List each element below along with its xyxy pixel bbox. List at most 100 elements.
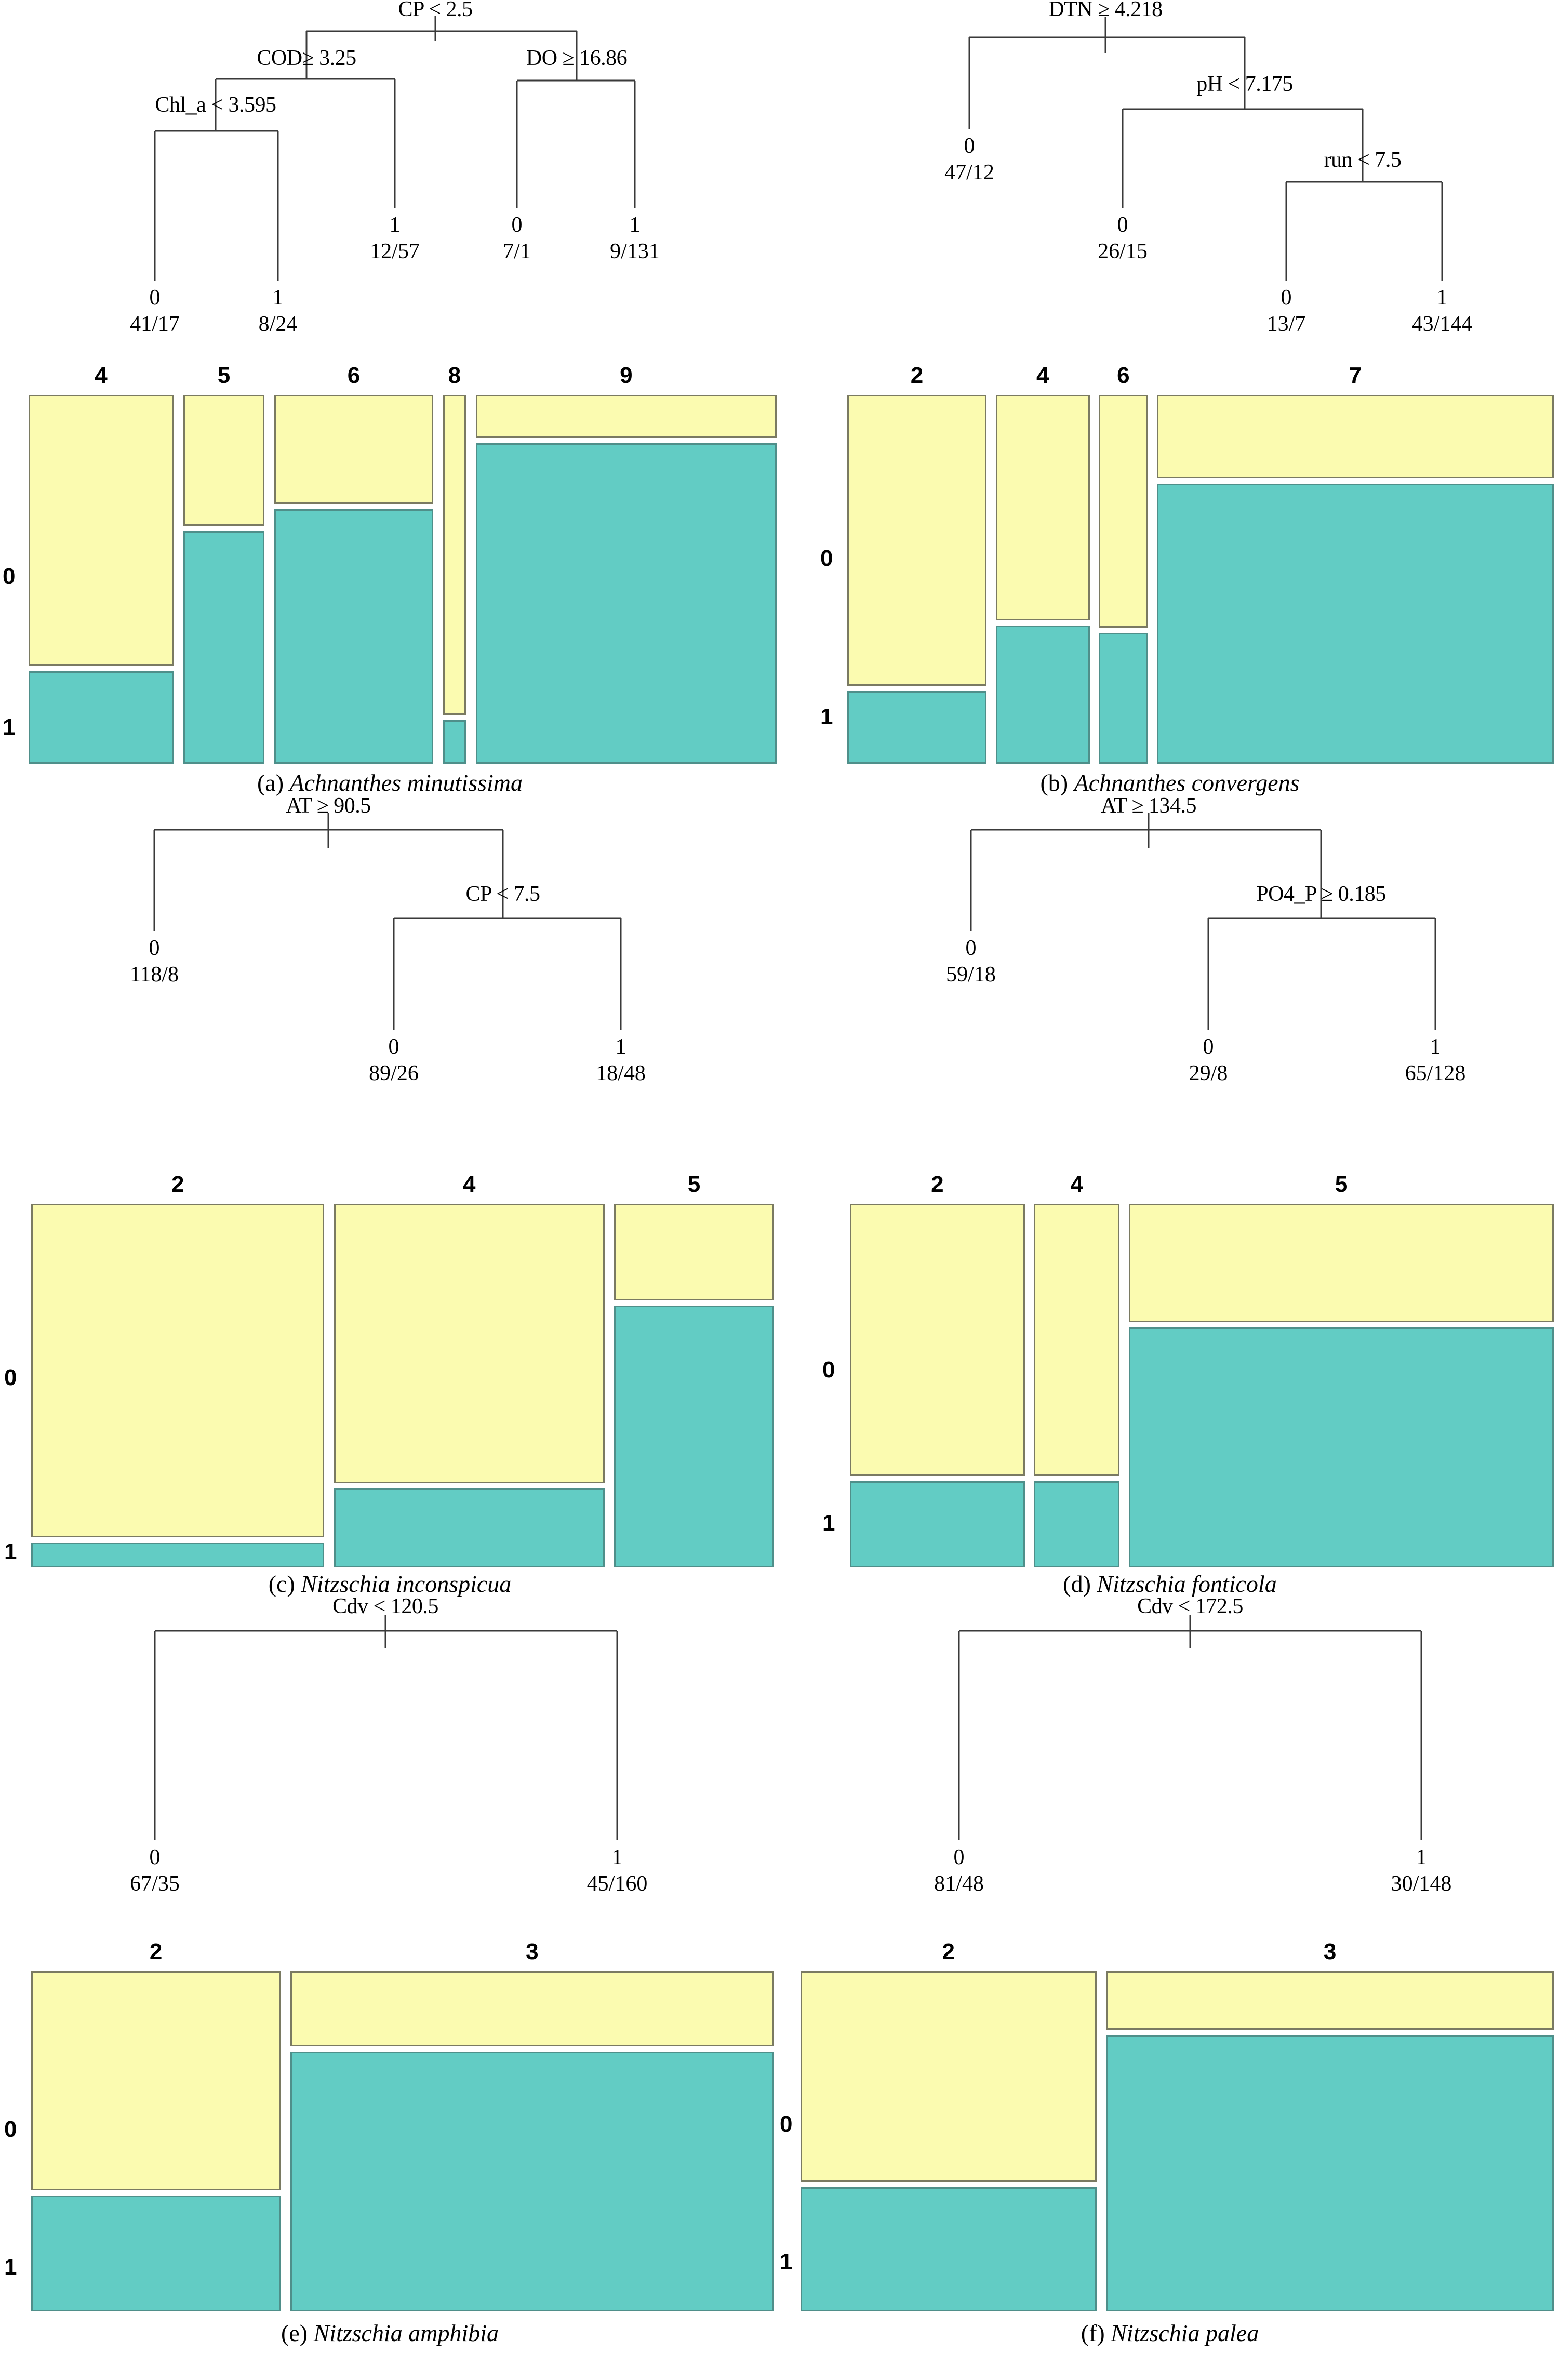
mosaic-column-label: 2 [171,1172,184,1197]
mosaic-tile-class0 [274,395,434,504]
caption-species: Nitzschia palea [1111,2320,1259,2346]
mosaic-column: 2 [847,363,987,764]
tree-split-label: CP < 2.5 [398,0,473,21]
mosaic-row-label-1: 1 [820,704,833,729]
tree-split-label: AT ≥ 134.5 [1100,794,1197,818]
mosaic-row-label-0: 0 [4,2117,17,2142]
panel-caption: (b) Achnanthes convergens [780,769,1560,796]
tree-leaf-class: 1 [615,1035,626,1059]
mosaic-column: 5 [1129,1172,1554,1567]
tree-leaf-counts: 47/12 [944,161,994,185]
mosaic-column: 4 [29,363,174,764]
panel-d: AT ≥ 134.5 PO4_P ≥ 0.185 0 59/18 0 29/8 … [780,793,1560,1597]
mosaic-row-label-1: 1 [4,2254,17,2280]
tree-leaf: 1 65/128 [1405,1034,1466,1087]
tree-split-label: DTN ≥ 4.218 [1048,0,1163,21]
mosaic-column-label: 6 [347,363,361,388]
tree-leaf: 0 118/8 [130,935,179,988]
tree-split-label: COD≥ 3.25 [257,46,356,70]
tree-leaf-counts: 43/144 [1411,312,1473,337]
tree-leaf: 1 18/48 [596,1034,646,1087]
tree-leaf-counts: 12/57 [370,240,420,264]
mosaic-column: 5 [183,363,265,764]
tree-split-label: CP < 7.5 [465,882,541,906]
mosaic-column-label: 2 [910,363,924,388]
tree-lines-b [968,17,1443,281]
mosaic-tile-class0 [1106,1971,1554,2030]
mosaic-column-label: 2 [149,1939,163,1964]
tree-leaf-class: 0 [149,936,160,960]
caption-prefix: (c) [268,1571,295,1597]
decision-tree-f: Cdv < 172.5 0 81/48 1 30/148 [780,1587,1560,1961]
mosaic-tile-class1 [1034,1481,1120,1567]
mosaic-row-label-0: 0 [780,2111,793,2137]
mosaic-tile-class1 [274,509,434,764]
mosaic-column: 8 [443,363,466,764]
panel-caption: (d) Nitzschia fonticola [780,1570,1560,1598]
caption-prefix: (d) [1063,1571,1091,1597]
mosaic-tile-class1 [31,2196,281,2311]
decision-tree-a: CP < 2.5 COD≥ 3.25 DO ≥ 16.86 Chl_a < 3.… [0,0,780,364]
mosaic-tile-class0 [614,1204,774,1301]
mosaic-row-label-0: 0 [4,1365,17,1390]
tree-lines-d [970,813,1436,1030]
tree-split-label: DO ≥ 16.86 [526,46,628,70]
mosaic-tile-class0 [801,1971,1097,2183]
mosaic-tile-class0 [183,395,265,526]
mosaic-tile-class1 [1099,633,1148,764]
tree-split-label: pH < 7.175 [1196,72,1293,96]
mosaic-tile-class1 [1156,484,1554,764]
mosaic-column-label: 3 [1323,1939,1337,1964]
caption-species: Nitzschia amphibia [313,2320,499,2346]
mosaic-tile-class1 [614,1306,774,1567]
tree-leaf: 1 12/57 [370,212,420,265]
mosaic-column-label: 4 [1070,1172,1084,1197]
tree-leaf-counts: 8/24 [258,312,298,337]
tree-leaf-class: 0 [1281,286,1292,310]
tree-leaf: 0 47/12 [944,133,994,186]
mosaic-column-label: 2 [931,1172,944,1197]
tree-leaf-class: 0 [149,286,161,310]
tree-leaf-counts: 59/18 [946,963,996,987]
mosaic-tile-class1 [1129,1327,1554,1567]
tree-leaf: 0 13/7 [1267,285,1306,338]
tree-leaf: 0 29/8 [1189,1034,1228,1087]
caption-species: Achnanthes convergens [1074,769,1300,796]
mosaic-tile-class1 [850,1481,1025,1567]
caption-prefix: (f) [1081,2320,1105,2346]
caption-species: Nitzschia inconspicua [301,1571,512,1597]
tree-leaf-class: 0 [1203,1035,1214,1059]
mosaic-column-label: 7 [1349,363,1362,388]
tree-leaf: 0 7/1 [503,212,531,265]
mosaic-column: 3 [1106,1939,1554,2311]
mosaic-column: 6 [1099,363,1148,764]
tree-leaf-class: 0 [953,1845,965,1869]
mosaic-tile-class0 [1099,395,1148,628]
tree-leaf: 0 89/26 [369,1034,419,1087]
mosaic-tile-class0 [995,395,1090,620]
mosaic-tile-class1 [801,2187,1097,2311]
mosaic-row-label-0: 0 [3,564,16,589]
mosaic-column-label: 2 [942,1939,955,1964]
mosaic-column: 4 [995,363,1090,764]
tree-leaf-counts: 89/26 [369,1061,419,1086]
caption-prefix: (b) [1040,769,1069,796]
mosaic-column: 7 [1156,363,1554,764]
caption-prefix: (e) [281,2320,308,2346]
mosaic-tile-class0 [290,1971,774,2047]
mosaic-tile-class1 [290,2052,774,2311]
tree-split-label: Cdv < 172.5 [1137,1594,1243,1618]
decision-tree-c: AT ≥ 90.5 CP < 7.5 0 118/8 0 89/26 1 18/… [0,793,780,1162]
mosaic-tile-class0 [475,395,777,438]
tree-leaf-counts: 118/8 [129,963,179,987]
mosaic-tile-class1 [847,691,987,764]
tree-leaf-class: 1 [611,1845,623,1869]
tree-leaf: 1 43/144 [1412,285,1473,338]
tree-lines-c [153,813,622,1030]
mosaic-column: 5 [614,1172,774,1567]
